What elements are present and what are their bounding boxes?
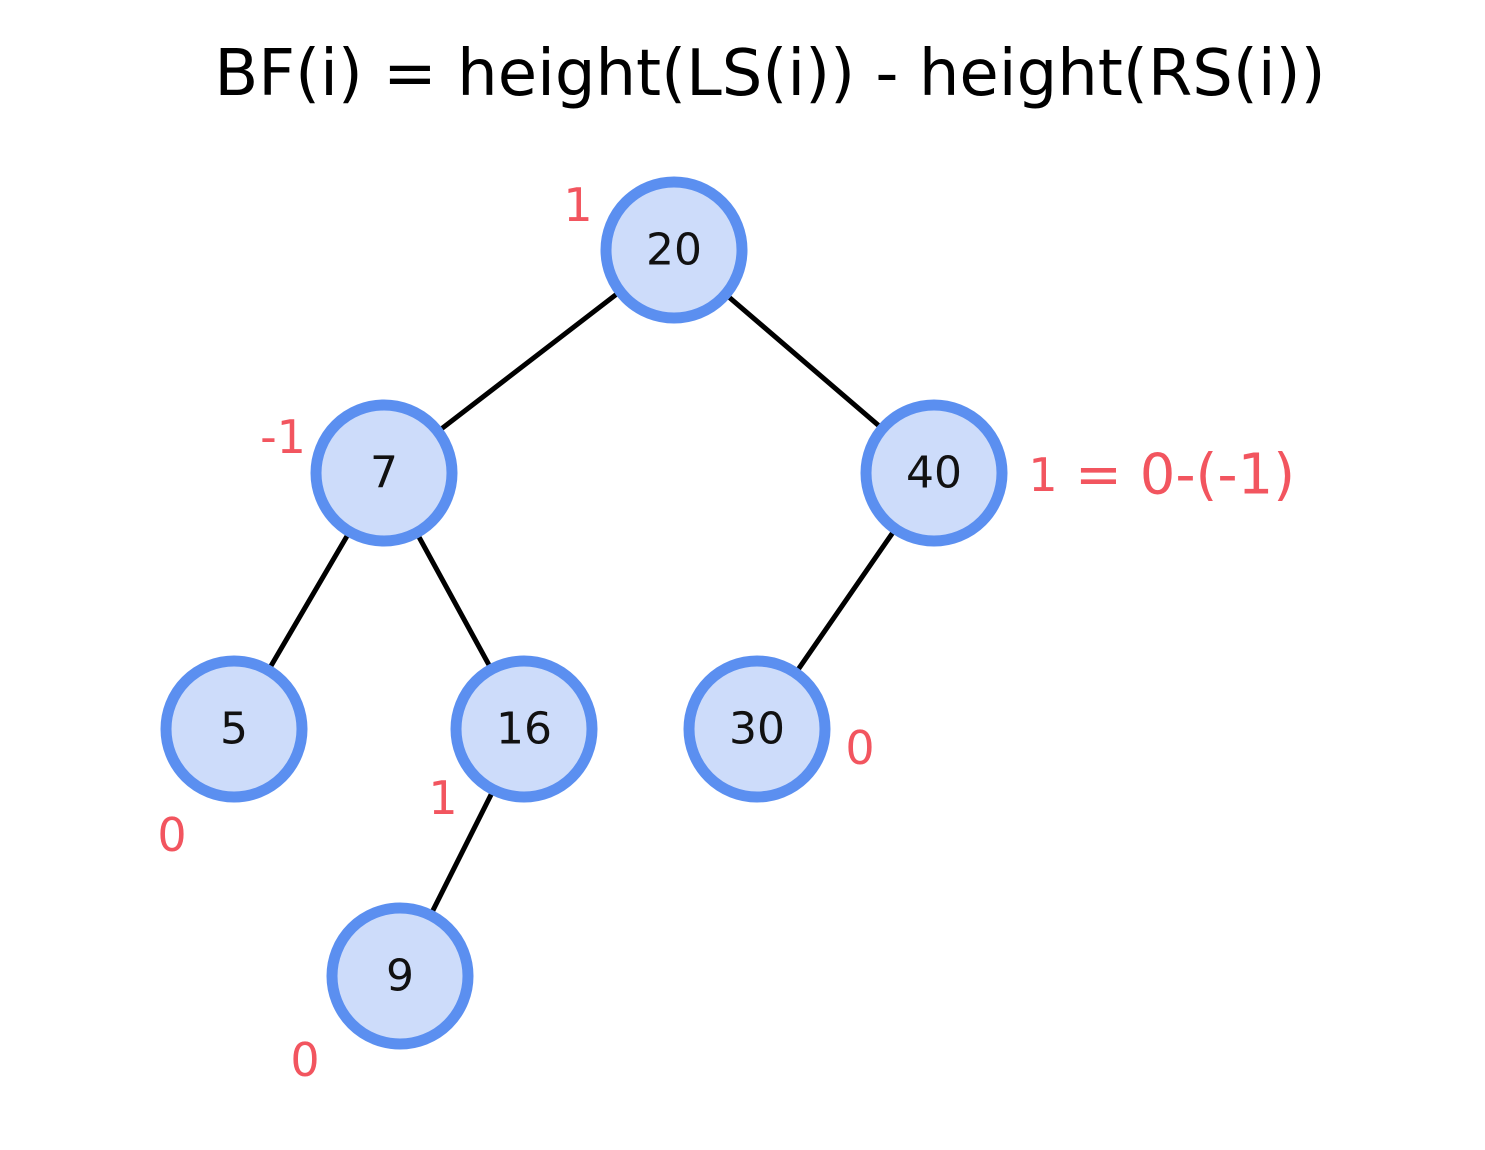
edge-n16-n9	[428, 787, 496, 918]
node-value: 40	[906, 448, 962, 499]
tree-node-20: 20	[600, 176, 748, 324]
node-value: 16	[496, 704, 552, 755]
tree-node-16: 16	[450, 655, 598, 803]
node-value: 7	[370, 448, 398, 499]
balance-factor-5: 0	[157, 808, 186, 862]
node-circle	[326, 902, 474, 1050]
node-circle	[160, 655, 308, 803]
tree-node-9: 9	[326, 902, 474, 1050]
edge-n7-n5	[265, 529, 353, 673]
balance-factor-16: 1	[428, 771, 457, 825]
node-circle	[860, 399, 1008, 547]
tree-nodes: 20 7 40 5 16 30 9	[160, 176, 1008, 1050]
node-value: 5	[220, 704, 248, 755]
tree-edges	[265, 288, 898, 918]
tree-node-40: 40	[860, 399, 1008, 547]
node-circle	[450, 655, 598, 803]
node-value: 30	[729, 704, 785, 755]
balance-calculation-annotation: = 0-(-1)	[1075, 443, 1295, 508]
balance-factor-30: 0	[845, 721, 874, 775]
edge-n7-n16	[414, 530, 494, 672]
edge-n40-n30	[793, 526, 898, 676]
tree-node-5: 5	[160, 655, 308, 803]
formula-title: BF(i) = height(LS(i)) - height(RS(i))	[214, 37, 1325, 111]
node-circle	[600, 176, 748, 324]
balance-factor-40: 1	[1028, 448, 1057, 502]
edge-n20-n40	[723, 291, 885, 432]
node-circle	[683, 655, 831, 803]
edge-n20-n7	[435, 288, 623, 435]
tree-node-30: 30	[683, 655, 831, 803]
balance-factor-7: -1	[260, 410, 306, 464]
node-circle	[310, 399, 458, 547]
balance-factor-labels: 1 -1 1 0 1 0 0	[157, 178, 1057, 1087]
node-value: 9	[386, 951, 414, 1002]
node-value: 20	[646, 225, 702, 276]
balance-factor-20: 1	[563, 178, 592, 232]
balance-factor-9: 0	[290, 1033, 319, 1087]
tree-node-7: 7	[310, 399, 458, 547]
